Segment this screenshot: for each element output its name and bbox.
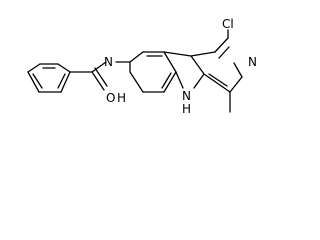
pyridine-ring — [190, 37, 243, 93]
carbazole-benzene-ring — [129, 51, 177, 93]
phenyl-ring — [27, 63, 71, 93]
pyrrole-ring — [163, 51, 205, 89]
amide-linkage — [69, 61, 131, 91]
indole-hydrogen-label: H — [182, 102, 191, 116]
indole-nitrogen-label: N — [182, 89, 191, 103]
amide-hydrogen-label: H — [117, 91, 126, 105]
substituent-bonds — [227, 29, 231, 113]
carbonyl-oxygen-label: O — [106, 91, 115, 105]
amide-nitrogen-label: N — [104, 55, 113, 69]
pyridine-nitrogen-label: N — [248, 55, 257, 69]
structural-formula: Cl N N H O N H — [27, 17, 257, 116]
chlorine-label: Cl — [222, 17, 234, 31]
